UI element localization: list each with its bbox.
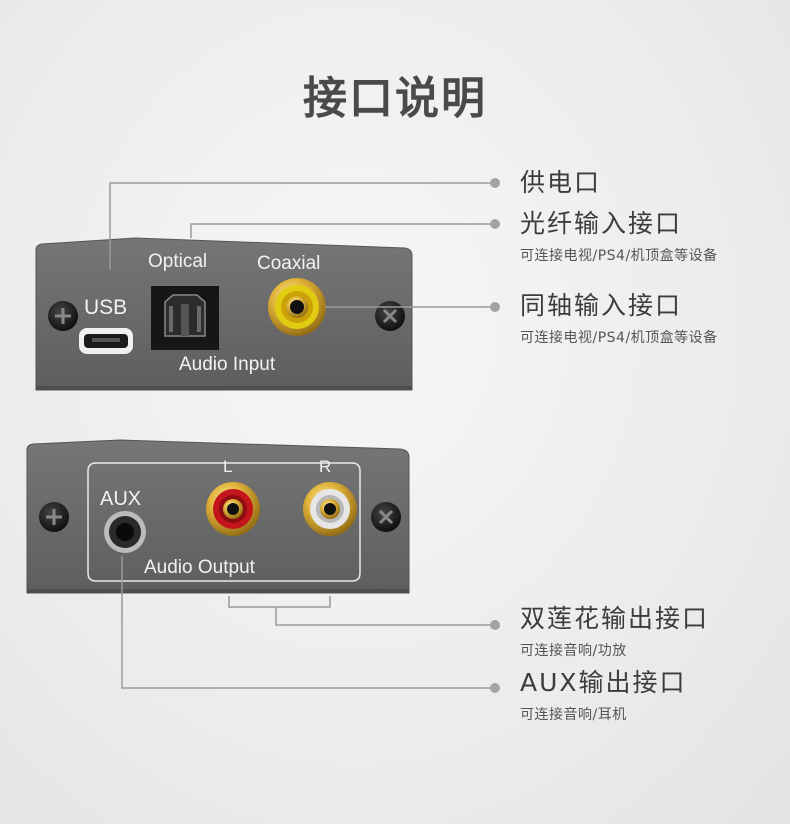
optical-label: Optical — [148, 251, 207, 272]
callout-coaxial-input: 同轴输入接口 可连接电视/PS4/机顶盒等设备 — [520, 291, 718, 347]
aux-label: AUX — [100, 488, 141, 510]
rca-right-white-port-icon — [303, 482, 357, 536]
screw-right-icon — [371, 502, 401, 532]
callout-title: 光纤输入接口 — [520, 209, 683, 238]
optical-toslink-port-icon — [151, 286, 219, 350]
right-channel-label: R — [319, 457, 331, 476]
screw-right-icon — [375, 301, 405, 331]
callout-description: 可连接电视/PS4/机顶盒等设备 — [520, 248, 718, 264]
callout-dot — [490, 683, 500, 693]
callout-dot — [490, 178, 500, 188]
callout-aux-output: AUX输出接口 可连接音响/耳机 — [520, 668, 687, 724]
leader-optical — [190, 223, 492, 238]
aux-3-5mm-jack-icon — [104, 511, 146, 553]
leader-aux — [121, 556, 492, 689]
coaxial-rca-port-icon — [268, 278, 326, 336]
callout-power-port: 供电口 — [520, 168, 601, 198]
callout-title: 同轴输入接口 — [520, 291, 683, 320]
input-panel: USB Optical Coaxial Audi — [35, 237, 413, 391]
usb-label: USB — [84, 296, 127, 319]
callout-dot — [490, 302, 500, 312]
audio-output-label: Audio Output — [144, 557, 256, 578]
callout-title: 供电口 — [520, 168, 602, 197]
callout-dot — [490, 219, 500, 229]
page-title: 接口说明 — [303, 73, 487, 124]
left-channel-label: L — [223, 457, 232, 476]
callout-description: 可连接音响/功放 — [520, 643, 627, 659]
callout-rca-output: 双莲花输出接口 可连接音响/功放 — [520, 604, 709, 660]
output-panel: L R AUX — [26, 439, 410, 594]
leader-lines — [109, 182, 492, 689]
callout-title: AUX输出接口 — [520, 668, 687, 697]
callout-optical-input: 光纤输入接口 可连接电视/PS4/机顶盒等设备 — [520, 209, 718, 265]
callout-dots — [490, 178, 500, 693]
callout-description: 可连接音响/耳机 — [520, 707, 627, 723]
screw-left-icon — [48, 301, 78, 331]
callout-title: 双莲花输出接口 — [520, 604, 710, 633]
coaxial-label: Coaxial — [257, 253, 320, 274]
rca-left-red-port-icon — [206, 482, 260, 536]
callout-description: 可连接电视/PS4/机顶盒等设备 — [520, 330, 718, 346]
micro-usb-port-icon — [79, 328, 133, 354]
screw-left-icon — [39, 502, 69, 532]
callout-dot — [490, 620, 500, 630]
leader-power — [109, 182, 492, 270]
audio-input-label: Audio Input — [179, 354, 276, 375]
leader-rca — [228, 596, 492, 626]
